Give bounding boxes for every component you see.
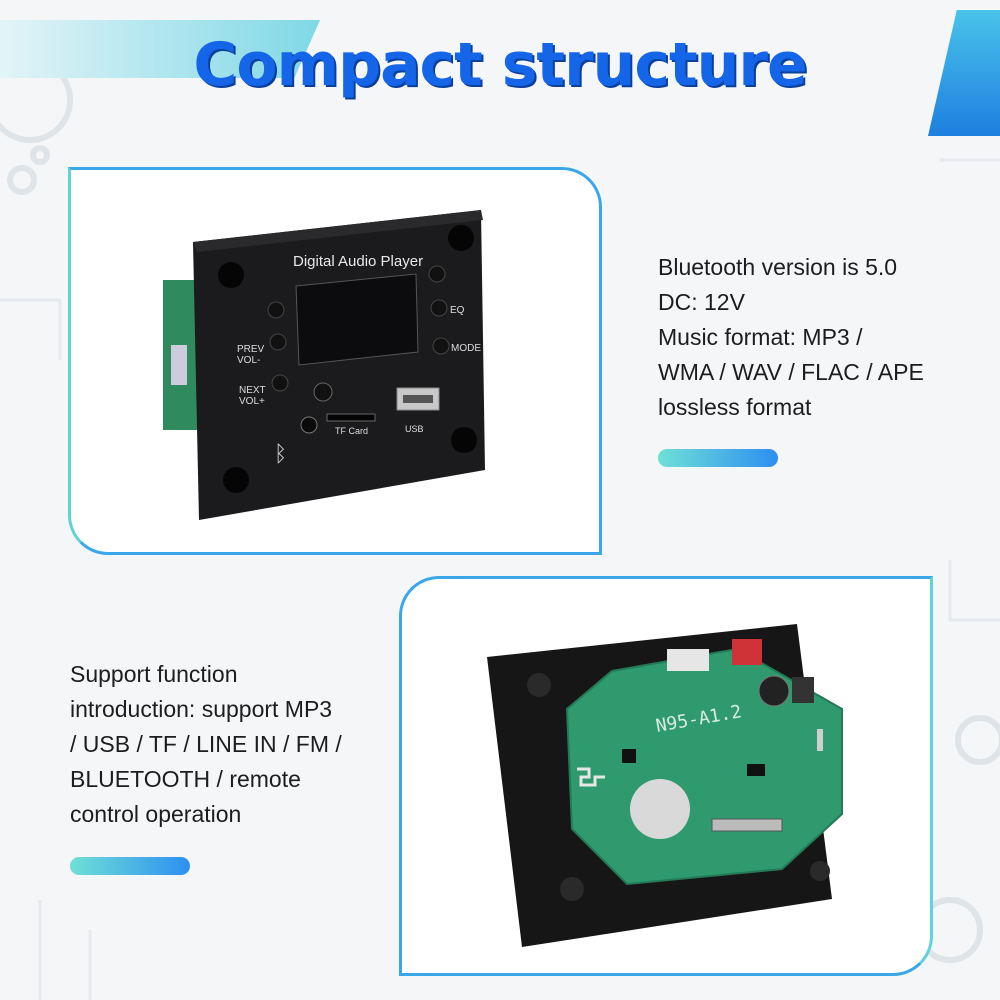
antenna-trace bbox=[577, 767, 605, 787]
front-panel-card: Digital Audio Player PREV VOL- NEXT VOL+… bbox=[68, 167, 602, 555]
lcd-display bbox=[295, 273, 419, 366]
front-panel-illustration: Digital Audio Player PREV VOL- NEXT VOL+… bbox=[163, 210, 485, 520]
spec-line: DC: 12V bbox=[658, 289, 745, 315]
gear-icon bbox=[955, 715, 1000, 765]
accent-pill bbox=[658, 449, 778, 467]
tf-card-label: TF Card bbox=[335, 426, 368, 436]
vol-plus-label: VOL+ bbox=[239, 396, 265, 407]
chip bbox=[747, 764, 765, 776]
spec-line: lossless format bbox=[658, 394, 812, 420]
capacitor bbox=[758, 675, 790, 707]
play-pause-button[interactable] bbox=[267, 301, 285, 319]
tf-slot-back bbox=[711, 818, 783, 832]
function-list: Support function introduction: support M… bbox=[70, 657, 342, 832]
panel-header-label: Digital Audio Player bbox=[293, 253, 423, 270]
red-connector bbox=[732, 639, 762, 665]
prev-button[interactable] bbox=[269, 333, 287, 351]
power-button[interactable] bbox=[428, 265, 446, 283]
mount-hole bbox=[451, 427, 477, 453]
mode-button[interactable] bbox=[432, 337, 450, 355]
spec-line: WMA / WAV / FLAC / APE bbox=[658, 359, 924, 385]
ir-sensor-back bbox=[630, 779, 690, 839]
eq-button[interactable] bbox=[430, 299, 448, 317]
mount-hole bbox=[448, 225, 474, 251]
pcb-card: N95-A1.2 bbox=[399, 576, 933, 976]
function-line: introduction: support MP3 bbox=[70, 696, 333, 722]
usb-label: USB bbox=[405, 424, 424, 434]
gear-icon bbox=[30, 145, 50, 165]
page-title: Compact structure bbox=[193, 30, 807, 100]
usb-port-inner bbox=[403, 395, 433, 403]
aux-jack bbox=[300, 416, 318, 434]
tf-card-slot bbox=[326, 413, 376, 422]
chip bbox=[622, 749, 636, 763]
function-line: / USB / TF / LINE IN / FM / bbox=[70, 731, 342, 757]
connector bbox=[171, 345, 187, 385]
mode-label: MODE bbox=[451, 343, 481, 354]
spec-list: Bluetooth version is 5.0 DC: 12V Music f… bbox=[658, 250, 924, 425]
mount-hole bbox=[810, 861, 830, 881]
vol-minus-label: VOL- bbox=[237, 355, 260, 366]
accent-pill bbox=[70, 857, 190, 875]
mount-hole bbox=[560, 877, 584, 901]
white-connector bbox=[667, 649, 709, 671]
header-pins bbox=[817, 729, 823, 751]
regulator-chip bbox=[792, 677, 814, 703]
header-banner-left bbox=[0, 20, 320, 78]
next-button[interactable] bbox=[271, 374, 289, 392]
function-line: BLUETOOTH / remote bbox=[70, 766, 301, 792]
prev-label: PREV bbox=[237, 344, 265, 355]
eq-label: EQ bbox=[450, 305, 465, 316]
mount-hole bbox=[527, 673, 551, 697]
mount-hole bbox=[223, 467, 249, 493]
next-label: NEXT bbox=[239, 385, 266, 396]
gear-icon bbox=[7, 165, 37, 195]
ir-receiver bbox=[313, 382, 333, 402]
mount-hole bbox=[218, 262, 244, 288]
spec-line: Music format: MP3 / bbox=[658, 324, 863, 350]
function-line: Support function bbox=[70, 661, 238, 687]
bluetooth-icon: ᛒ bbox=[274, 441, 287, 466]
spec-line: Bluetooth version is 5.0 bbox=[658, 254, 898, 280]
function-line: control operation bbox=[70, 801, 242, 827]
pcb-illustration: N95-A1.2 bbox=[487, 624, 843, 947]
